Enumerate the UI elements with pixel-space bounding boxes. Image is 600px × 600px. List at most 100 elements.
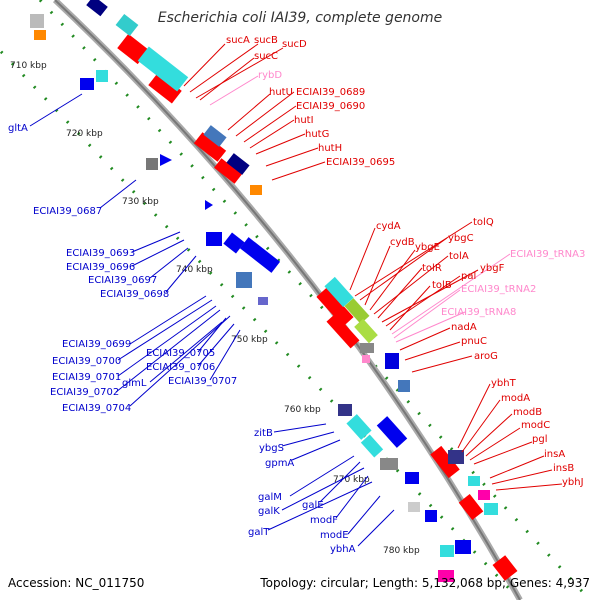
gene-label: ECIAI39_0707 — [168, 376, 237, 387]
feature-block — [380, 458, 398, 470]
gene-label: ECIAI39_0701 — [52, 372, 121, 383]
tick-label: 770 kbp — [333, 475, 370, 485]
feature-block — [360, 434, 384, 458]
feature-block — [236, 272, 252, 288]
gene-label: ybgE — [415, 242, 440, 253]
gene-label: galM — [258, 492, 282, 503]
feature-block — [223, 232, 245, 254]
feature-block — [455, 540, 471, 554]
gene-label: galE — [302, 500, 324, 511]
feature-block — [115, 13, 139, 37]
feature-block — [478, 490, 490, 500]
feature-block — [30, 14, 44, 28]
gene-label: modB — [513, 407, 542, 418]
forward-features — [117, 33, 518, 581]
feature-arrow — [205, 200, 213, 210]
feature-block — [354, 318, 378, 344]
gene-label: ECIAI39_0695 — [326, 157, 395, 168]
rna-mark — [362, 355, 370, 363]
feature-block — [468, 476, 480, 486]
tick-label: 710 kbp — [10, 61, 47, 71]
feature-block — [206, 232, 222, 246]
gene-label: pal — [461, 271, 476, 282]
feature-block — [376, 416, 408, 448]
feature-arrow — [160, 154, 172, 166]
gene-label: ECIAI39_0697 — [88, 275, 157, 286]
gene-label: ECIAI39_0689 — [296, 87, 365, 98]
forward-gene-labels: sucA sucB sucD sucC hutU ECIAI39_0689 EC… — [226, 35, 584, 488]
operon-blocks — [30, 0, 498, 557]
gene-label: galK — [258, 506, 280, 517]
gene-label: ECIAI39_0706 — [146, 362, 215, 373]
tick-label: 750 kbp — [231, 335, 268, 345]
feature-block — [326, 313, 360, 349]
gene-label: ECIAI39_0705 — [146, 348, 215, 359]
gene-label: ECIAI39_0699 — [62, 339, 131, 350]
feature-block — [34, 30, 46, 40]
gene-label: zitB — [254, 428, 273, 439]
gene-label: hutU — [269, 87, 293, 98]
gene-label: ECIAI39_0693 — [66, 248, 135, 259]
gene-label: sucB — [254, 35, 278, 46]
gene-label: ECIAI39_tRNA8 — [441, 307, 516, 318]
reverse-gene-labels: gltA ECIAI39_0687 ECIAI39_0693 ECIAI39_0… — [8, 123, 356, 555]
gene-label: ECIAI39_0702 — [50, 387, 119, 398]
feature-block — [226, 153, 250, 175]
feature-block — [86, 0, 108, 17]
feature-block — [316, 287, 354, 327]
gene-label: pgl — [532, 434, 547, 445]
gene-label: ECIAI39_0696 — [66, 262, 135, 273]
tick-label: 760 kbp — [284, 405, 321, 415]
gene-label: insB — [553, 463, 574, 474]
map-title: Escherichia coli IAI39, complete genome — [158, 10, 443, 26]
gene-label: ybgC — [448, 233, 474, 244]
gene-label: hutG — [305, 129, 329, 140]
gene-label: cydA — [376, 221, 401, 232]
gene-label: ECIAI39_tRNA3 — [510, 249, 585, 260]
gene-label: modA — [501, 393, 530, 404]
gene-label: modF — [310, 515, 338, 526]
gene-label: cydB — [390, 237, 415, 248]
label-connectors — [29, 43, 563, 547]
feature-block — [193, 132, 227, 162]
feature-block — [484, 503, 498, 515]
tick-label: 780 kbp — [383, 546, 420, 556]
gene-label: hutH — [318, 143, 342, 154]
gene-label: ECIAI39_0687 — [33, 206, 102, 217]
feature-block — [448, 450, 464, 464]
accession-label: Accession: NC_011750 — [8, 576, 144, 590]
gene-label: ybgF — [480, 263, 505, 274]
gene-label: ybgS — [259, 443, 284, 454]
gene-label: sucA — [226, 35, 250, 46]
feature-block — [344, 298, 370, 324]
feature-block — [137, 46, 189, 92]
inner-dotted-track — [0, 48, 522, 600]
feature-block — [250, 185, 262, 195]
gene-label: glmL — [122, 378, 147, 389]
gene-label: sucC — [254, 51, 278, 62]
gene-label: ECIAI39_tRNA2 — [461, 284, 536, 295]
feature-block — [258, 297, 268, 305]
feature-block — [430, 445, 460, 479]
gene-label: tolQ — [473, 217, 494, 228]
feature-block — [438, 570, 454, 582]
gene-label: gltA — [8, 123, 28, 134]
feature-block — [360, 343, 374, 353]
gene-label: ybhT — [491, 378, 517, 389]
gene-label: sucD — [282, 39, 307, 50]
gene-label: tolA — [449, 251, 469, 262]
rna-gene-labels: rybD ECIAI39_tRNA3 ECIAI39_tRNA2 ECIAI39… — [258, 70, 585, 318]
gene-label: ECIAI39_0704 — [62, 403, 131, 414]
gene-label: galT — [248, 527, 270, 538]
feature-block — [148, 72, 182, 104]
gene-label: aroG — [474, 351, 498, 362]
gene-label: hutI — [294, 115, 314, 126]
tick-label: 730 kbp — [122, 197, 159, 207]
feature-block — [338, 404, 352, 416]
gene-label: ybhA — [330, 544, 356, 555]
feature-block — [214, 158, 242, 184]
tick-label: 740 kbp — [176, 265, 213, 275]
feature-block — [385, 353, 399, 369]
gene-label: tolB — [432, 280, 452, 291]
